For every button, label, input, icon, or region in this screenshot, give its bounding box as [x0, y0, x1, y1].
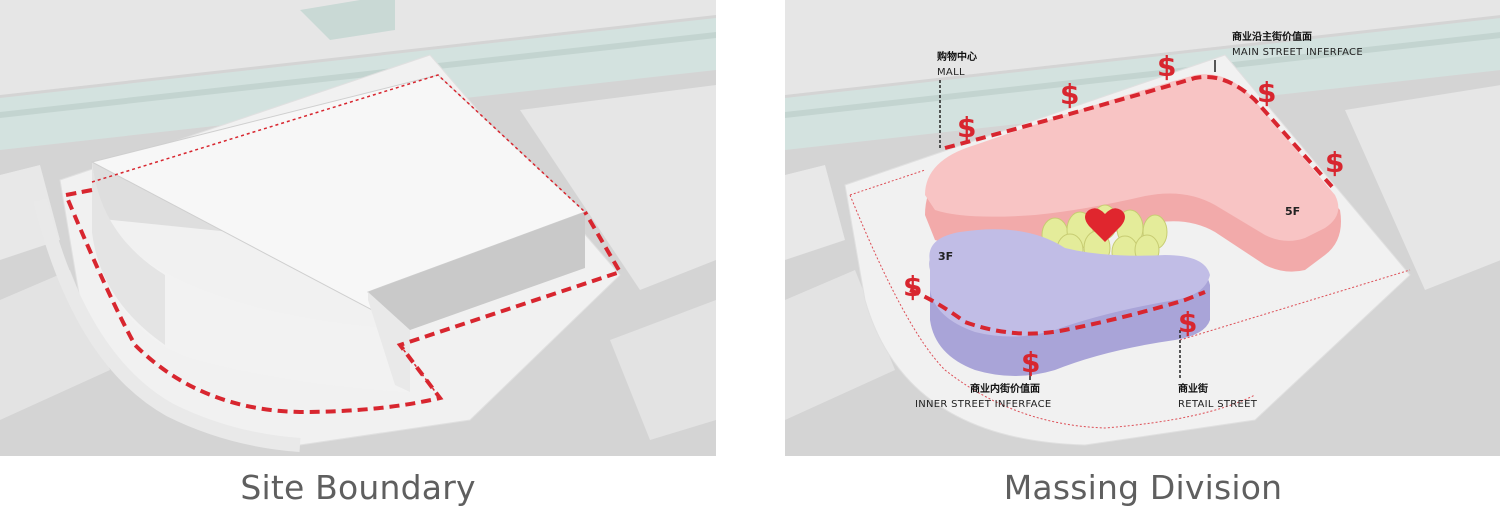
right-block — [520, 85, 716, 290]
mall-mass-roof — [925, 74, 1339, 241]
building-curve-shade — [92, 162, 165, 345]
annotation-main-street-zh: 商业沿主街价值面 — [1232, 30, 1312, 43]
floor-label-retail: 3F — [938, 250, 953, 263]
site-boundary-thick-line — [63, 188, 623, 415]
annotation-mall-en: MALL — [937, 67, 965, 78]
caption-massing-division: Massing Division — [1003, 468, 1283, 507]
dollar-marker: $ — [903, 270, 922, 303]
dollar-marker: $ — [1021, 346, 1040, 379]
annotation-inner-street-zh: 商业内街价值面 — [970, 382, 1040, 395]
caption-site-boundary: Site Boundary — [240, 468, 476, 507]
sidewalk-curve — [33, 198, 301, 452]
left-block — [785, 165, 845, 260]
building-curved-facade — [92, 162, 410, 392]
annotation-retail-zh: 商业街 — [1178, 382, 1208, 395]
dollar-marker: $ — [1325, 146, 1344, 179]
dollar-marker: $ — [1157, 50, 1176, 83]
site-boundary-thin-corner — [399, 344, 441, 399]
annotation-mall-zh: 购物中心 — [937, 50, 977, 63]
massing-division-diagram: $ $ $ $ $ $ $ $ 5F 3F 购物中心 MALL 商业沿主街价值面… — [785, 0, 1500, 456]
right-block — [1345, 85, 1500, 290]
site-boundary-diagram — [0, 0, 716, 456]
dollar-marker: $ — [1257, 76, 1276, 109]
lower-right-block — [610, 300, 716, 440]
floor-label-mall: 5F — [1285, 205, 1300, 218]
rail-line — [0, 32, 716, 118]
annotation-inner-street-en: INNER STREET INFERFACE — [915, 399, 1052, 410]
inner-street-interface-line — [909, 288, 1206, 336]
rail-line — [785, 32, 1500, 118]
building-notch-wall — [368, 292, 410, 392]
annotation-main-street-en: MAIN STREET INFERFACE — [1232, 47, 1363, 58]
site-boundary-thin — [849, 169, 1411, 429]
site-boundary-thin-line — [91, 74, 586, 213]
site-boundary-svg — [0, 0, 716, 456]
retail-mass-roof — [929, 229, 1210, 337]
heart-icon — [1085, 208, 1125, 242]
dollar-marker: $ — [1178, 306, 1197, 339]
annotation-retail-en: RETAIL STREET — [1178, 399, 1258, 410]
dollar-marker: $ — [957, 111, 976, 144]
main-street-interface-line — [944, 75, 1337, 192]
rail-station — [300, 0, 395, 40]
massing-division-svg: $ $ $ $ $ $ $ $ 5F 3F 购物中心 MALL 商业沿主街价值面… — [785, 0, 1500, 456]
building-notch-shadow — [368, 212, 585, 330]
upper-block — [0, 0, 716, 95]
dollar-marker: $ — [1060, 78, 1079, 111]
upper-block — [785, 0, 1500, 95]
